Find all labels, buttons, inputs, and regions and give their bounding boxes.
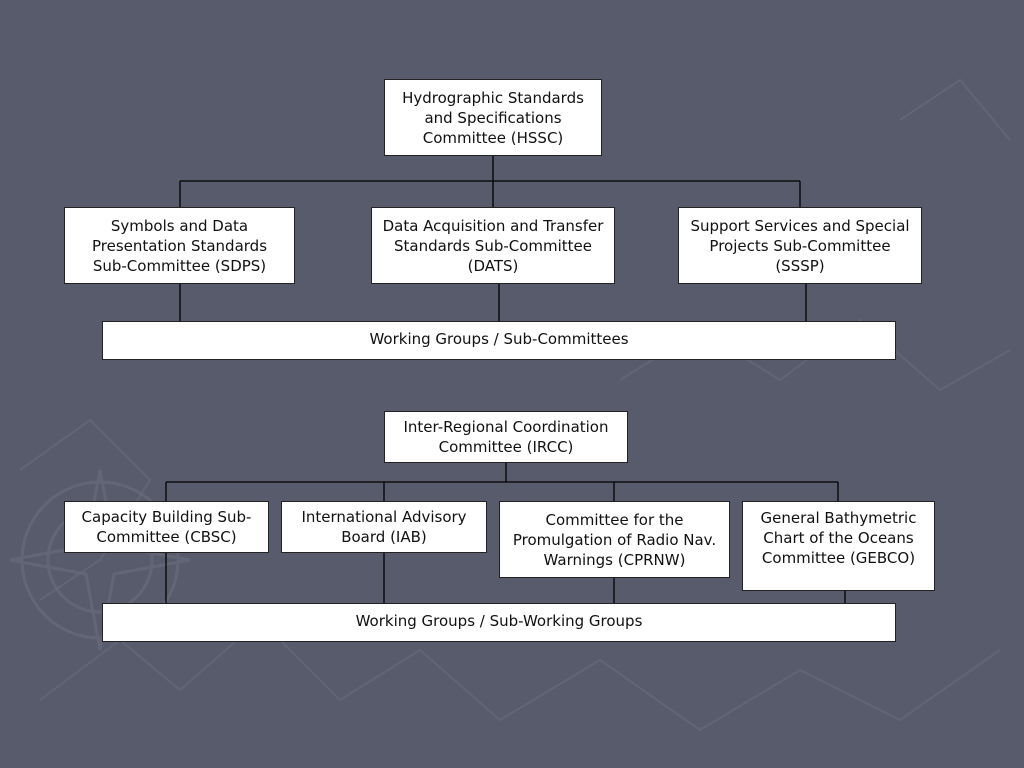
sdps-label: Symbols and Data Presentation Standards … <box>91 216 268 275</box>
sdps-box: Symbols and Data Presentation Standards … <box>64 207 295 284</box>
ircc-working-groups-label: Working Groups / Sub-Working Groups <box>355 612 643 630</box>
ircc-root-label: Inter-Regional Coordination Committee (I… <box>403 418 609 456</box>
hssc-working-groups-box: Working Groups / Sub-Committees <box>102 321 896 360</box>
sssp-label: Support Services and Special Projects Su… <box>690 216 910 275</box>
hssc-working-groups-label: Working Groups / Sub-Committees <box>369 330 629 348</box>
ircc-root-box: Inter-Regional Coordination Committee (I… <box>384 411 628 463</box>
cprnw-label: Committee for the Promulgation of Radio … <box>512 510 717 569</box>
cbsc-label: Capacity Building Sub- Committee (CBSC) <box>81 508 252 546</box>
cprnw-box: Committee for the Promulgation of Radio … <box>499 501 730 578</box>
hssc-root-box: Hydrographic Standards and Specification… <box>384 79 602 156</box>
sssp-box: Support Services and Special Projects Su… <box>678 207 922 284</box>
iab-label: International Advisory Board (IAB) <box>301 508 467 546</box>
gebco-box: General Bathymetric Chart of the Oceans … <box>742 501 935 591</box>
hssc-root-label: Hydrographic Standards and Specification… <box>402 88 584 147</box>
ircc-working-groups-box: Working Groups / Sub-Working Groups <box>102 603 896 642</box>
iab-box: International Advisory Board (IAB) <box>281 501 487 553</box>
dats-box: Data Acquisition and Transfer Standards … <box>371 207 615 284</box>
cbsc-box: Capacity Building Sub- Committee (CBSC) <box>64 501 269 553</box>
dats-label: Data Acquisition and Transfer Standards … <box>382 216 604 275</box>
gebco-label: General Bathymetric Chart of the Oceans … <box>760 509 917 567</box>
